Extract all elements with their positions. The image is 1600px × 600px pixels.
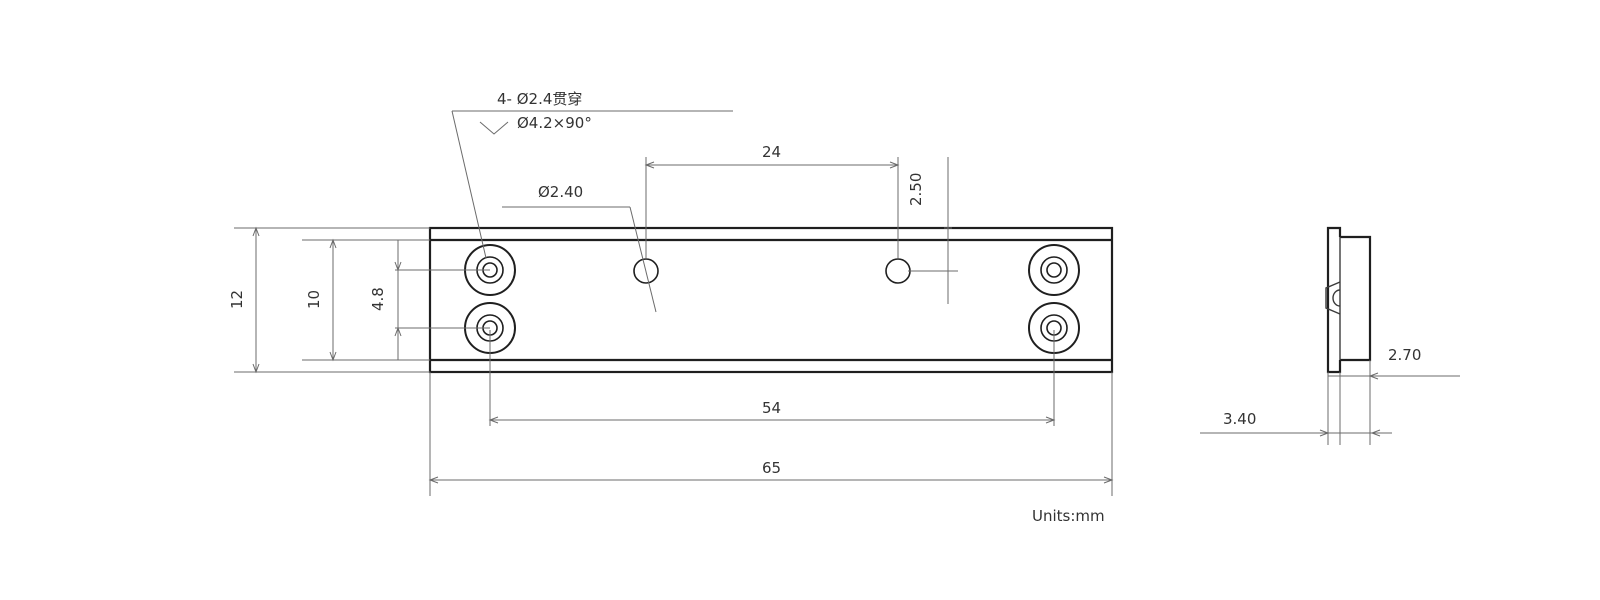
countersunk-hole [1028, 244, 1080, 296]
dimension-54: 54 [488, 330, 1056, 426]
counterbore-note-line2: Ø4.2×90° [517, 114, 592, 132]
dimension-10: 10 [302, 238, 430, 362]
dim-side-thickness-b: 3.40 [1223, 410, 1256, 428]
small-hole-note: Ø2.40 [538, 183, 583, 201]
front-view [428, 226, 1114, 374]
dimension-3.40: 3.40 [1200, 410, 1392, 437]
dim-side-thickness-a: 2.70 [1388, 346, 1421, 364]
dimension-24: 24 [644, 143, 900, 258]
small-hole-callout: Ø2.40 [502, 183, 657, 313]
counterbore-callout: 4- Ø2.4贯穿 Ø4.2×90° [451, 90, 733, 259]
side-view [1325, 226, 1372, 374]
dimension-12: 12 [228, 226, 430, 374]
counterbore-note-line1: 4- Ø2.4贯穿 [497, 90, 582, 108]
dim-hole-offset: 2.50 [907, 173, 925, 206]
dim-hole-span: 54 [762, 399, 781, 417]
part-outline [428, 226, 1114, 374]
dimension-65: 65 [428, 372, 1114, 496]
dim-top-spacing: 24 [762, 143, 781, 161]
units-label: Units:mm [1032, 507, 1105, 525]
dimension-4.8: 4.8 [369, 240, 490, 360]
dim-hole-pitch: 4.8 [369, 287, 387, 311]
dim-overall-length: 65 [762, 459, 781, 477]
small-hole [885, 258, 911, 284]
dimension-2.50: 2.50 [907, 157, 958, 304]
dim-outer-height: 12 [228, 290, 246, 309]
dim-inner-height: 10 [305, 290, 323, 309]
